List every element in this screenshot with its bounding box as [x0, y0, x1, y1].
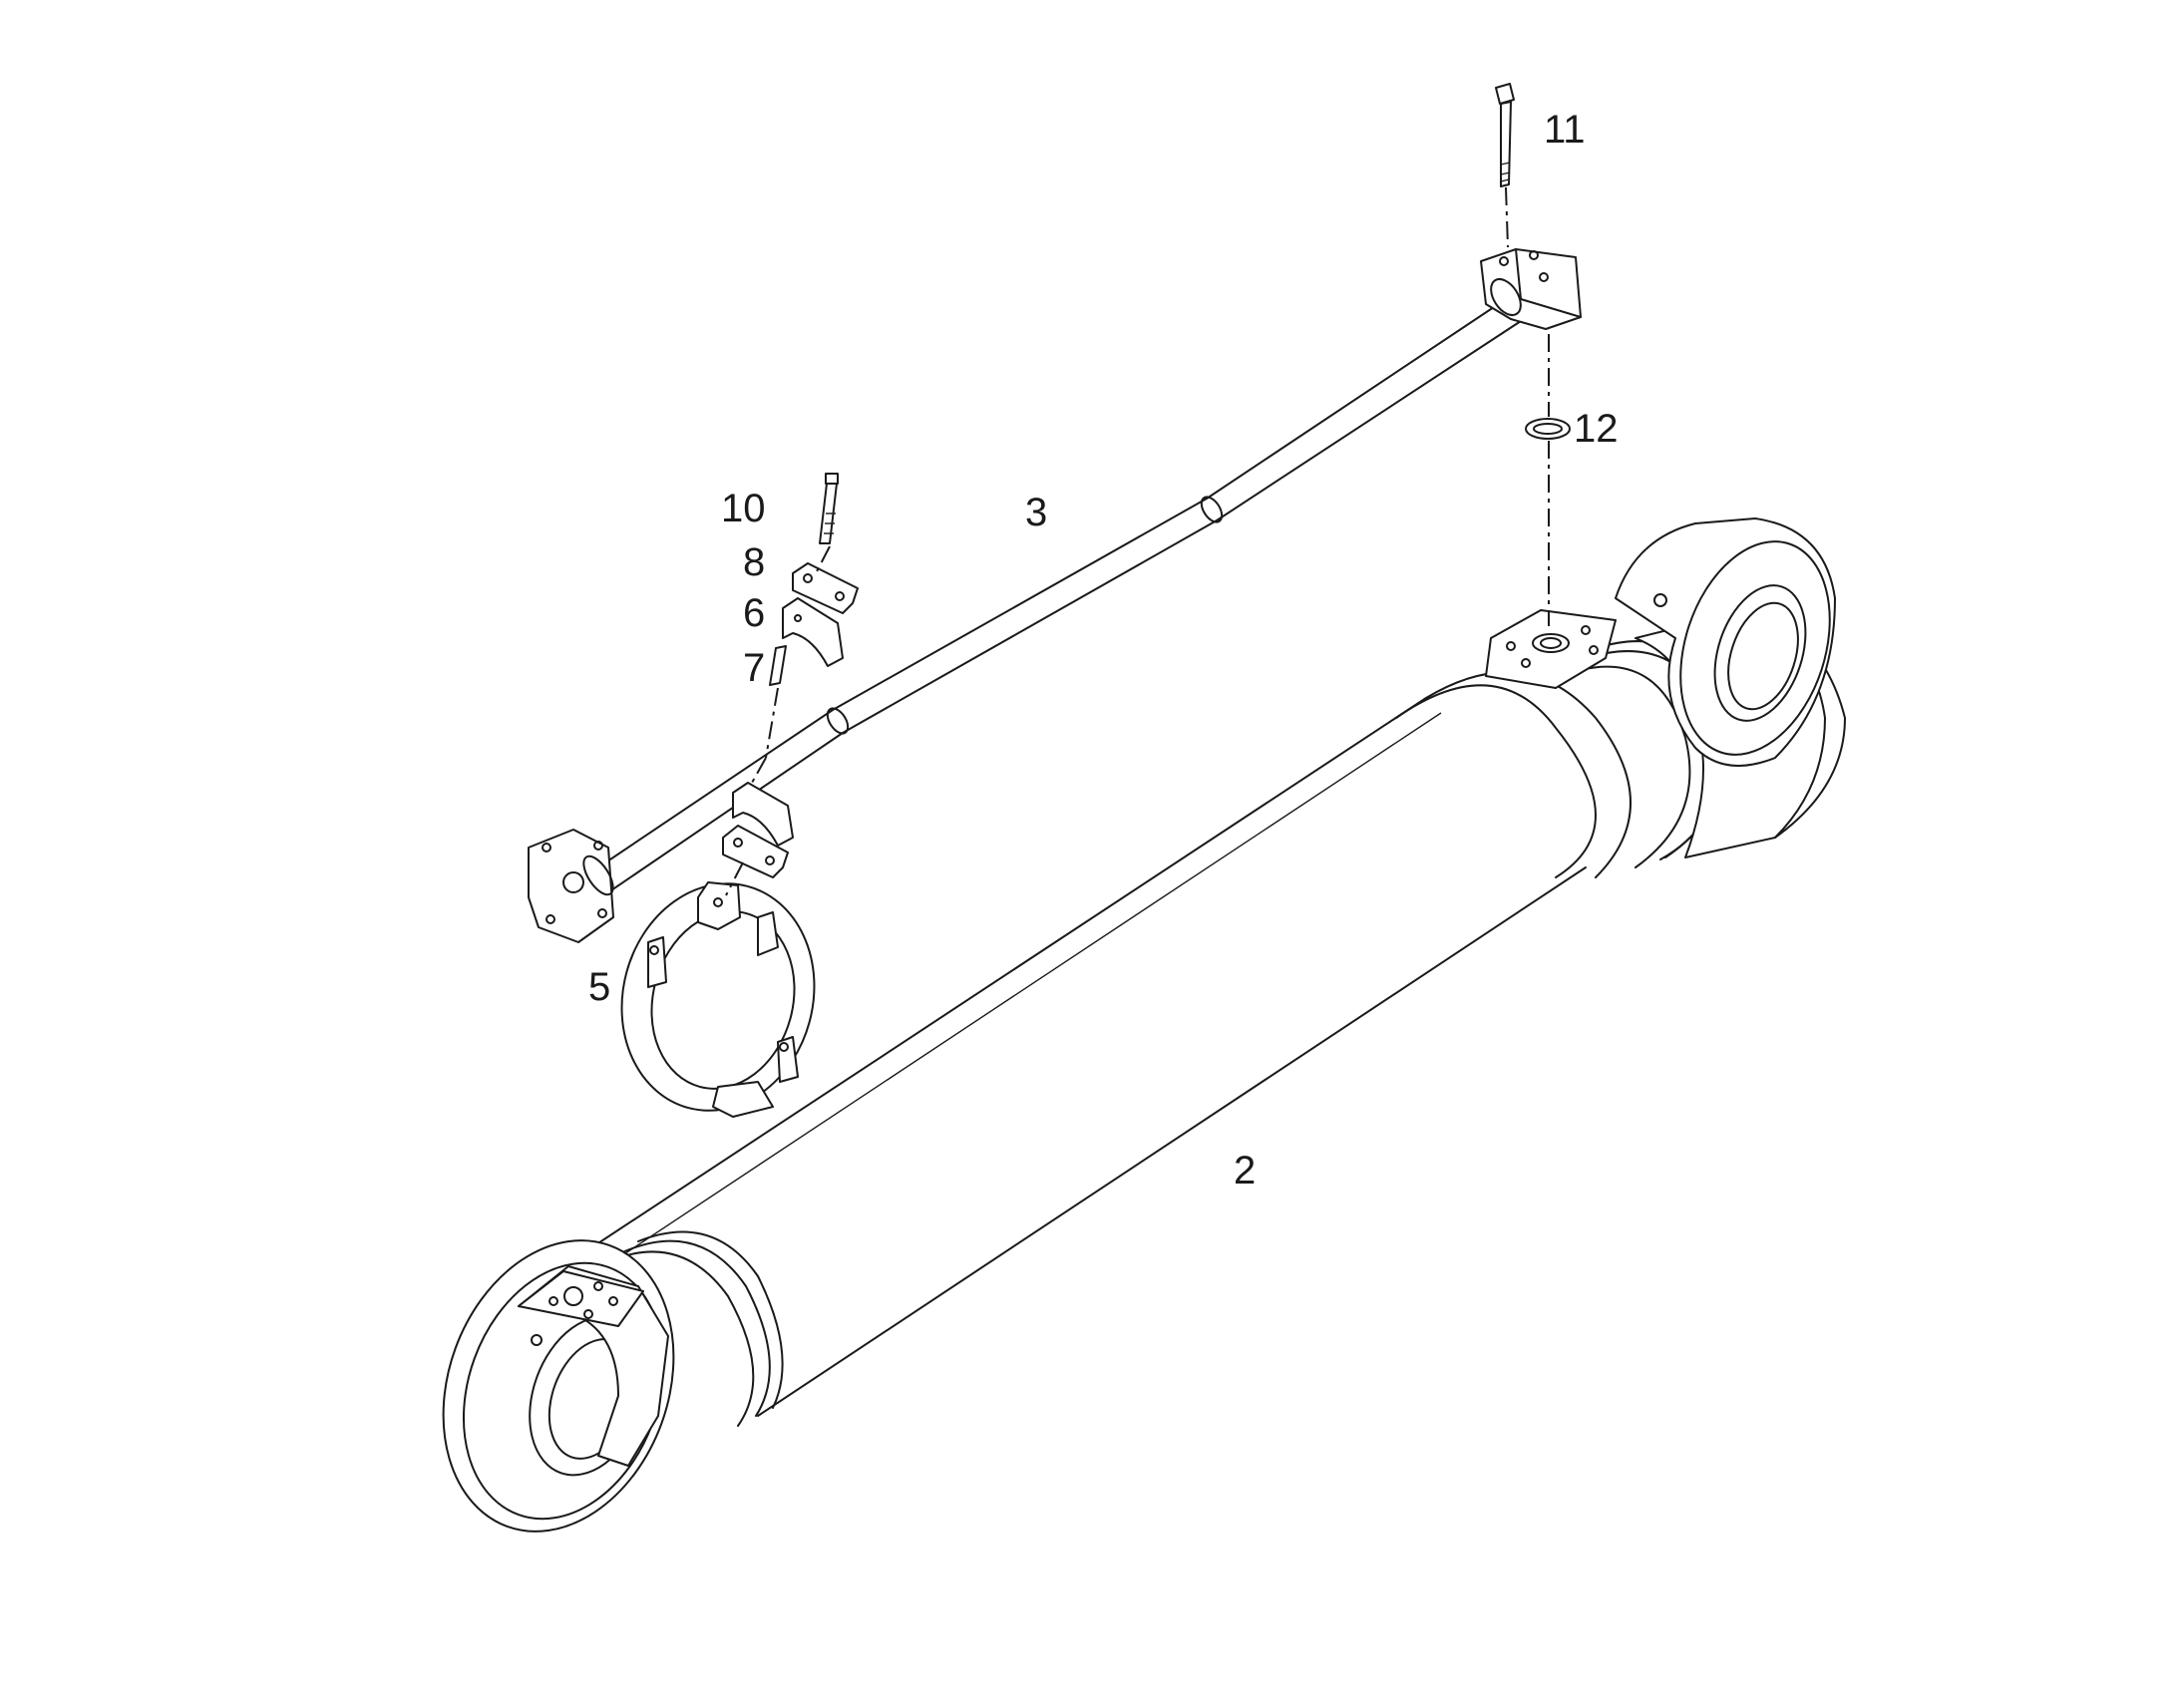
callout-12: 12	[1574, 407, 1619, 451]
cylinder-assembly	[442, 517, 1846, 1533]
callout-11: 11	[1544, 108, 1586, 152]
callout-3: 3	[1025, 491, 1047, 534]
callout-2: 2	[1234, 1149, 1256, 1193]
saddle-clamp-upper	[782, 562, 859, 667]
callout-7: 7	[743, 646, 765, 690]
callout-8: 8	[743, 540, 765, 584]
callout-5: 5	[588, 965, 610, 1009]
tube-assembly	[528, 248, 1582, 943]
band-clamp	[620, 881, 816, 1118]
callout-10: 10	[721, 487, 766, 530]
callout-labels: 2 3 5 6 7 8 10 11 12	[588, 108, 1619, 1193]
bolt-10	[819, 473, 839, 544]
centre-lines	[725, 186, 1550, 896]
saddle-clamp-lower	[722, 782, 794, 878]
o-ring	[1525, 418, 1571, 440]
dowel-pin	[769, 645, 787, 686]
bolt-11	[1495, 83, 1515, 187]
callout-6: 6	[743, 591, 765, 635]
